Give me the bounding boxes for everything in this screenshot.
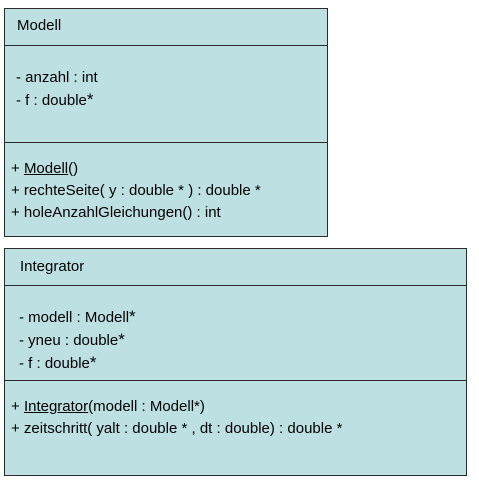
attribute: - modell : Modell*: [19, 307, 136, 327]
class-name: Modell: [17, 17, 62, 34]
operation: + Integrator(modell : Modell*): [11, 398, 205, 415]
attribute: - f : double*: [19, 353, 97, 373]
operation: + Modell(): [11, 160, 79, 177]
attribute: - anzahl : int: [16, 69, 98, 86]
attribute: - yneu : double*: [19, 330, 125, 350]
operations-compartment: + Integrator(modell : Modell*) + zeitsch…: [5, 380, 466, 475]
operation: + zeitschritt( yalt : double * , dt : do…: [11, 420, 343, 437]
attributes-compartment: - modell : Modell* - yneu : double* - f …: [5, 285, 466, 380]
attributes-compartment: - anzahl : int - f : double*: [5, 45, 327, 142]
class-name-compartment: Integrator: [5, 249, 466, 285]
class-modell: Modell - anzahl : int - f : double* + Mo…: [4, 8, 328, 237]
operation: + holeAnzahlGleichungen() : int: [11, 204, 221, 221]
operation: + rechteSeite( y : double * ) : double *: [11, 182, 261, 199]
class-name-compartment: Modell: [5, 9, 327, 45]
class-integrator: Integrator - modell : Modell* - yneu : d…: [4, 248, 467, 476]
class-name: Integrator: [20, 258, 85, 275]
operations-compartment: + Modell() + rechteSeite( y : double * )…: [5, 142, 327, 236]
attribute: - f : double*: [16, 90, 94, 110]
